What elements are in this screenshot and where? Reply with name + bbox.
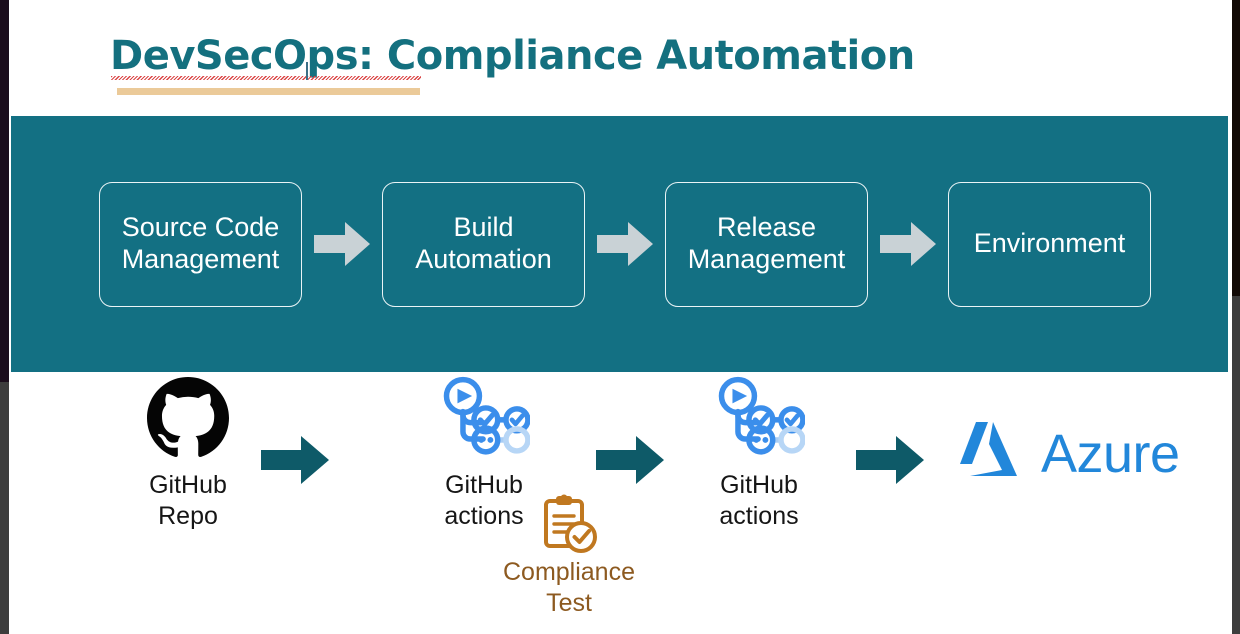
pipeline-stage-label: Source Code Management	[121, 212, 280, 274]
pipeline-arrow-3-icon	[868, 219, 948, 269]
toolchain-item-label: GitHub Repo	[149, 471, 227, 530]
pipeline-stage-label: Build Automation	[415, 212, 552, 274]
window-left-edge-gray	[0, 382, 9, 634]
pipeline-stage-label: Release Management	[687, 212, 846, 274]
azure-wordmark: Azure	[1041, 423, 1180, 484]
spellcheck-squiggle-icon-2	[307, 76, 421, 80]
compliance-test-item[interactable]: Compliance Test	[454, 493, 684, 618]
toolchain-item-github-actions-1[interactable]: GitHub actions	[389, 372, 579, 531]
window-right-edge-gray	[1232, 296, 1240, 634]
toolchain-item-label: GitHub actions	[444, 471, 524, 530]
pipeline-stage-source-code-management[interactable]: Source Code Management	[99, 181, 302, 307]
github-octocat-icon	[93, 372, 283, 464]
azure-logo-icon	[959, 420, 1035, 487]
clipboard-check-icon	[454, 493, 684, 555]
title-accent-bar	[117, 88, 420, 95]
toolchain-arrow-1-icon	[256, 434, 334, 486]
toolchain-arrow-2-icon	[591, 434, 669, 486]
slide-title[interactable]: DevSecOps: Compliance Automation	[110, 33, 915, 79]
toolchain-item-github-repo[interactable]: GitHub Repo	[93, 372, 283, 531]
pipeline-stage-release-management[interactable]: Release Management	[665, 181, 868, 307]
pipeline-arrow-2-icon	[585, 219, 665, 269]
pipeline-stage-environment[interactable]: Environment	[948, 181, 1151, 307]
window-top-edge	[9, 0, 1232, 3]
toolchain-item-azure[interactable]: Azure	[959, 420, 1180, 487]
toolchain-arrow-3-icon	[851, 434, 929, 486]
github-actions-icon	[664, 372, 854, 464]
window-left-edge-dark	[0, 0, 9, 382]
toolchain-item-label: GitHub actions	[719, 471, 799, 530]
github-actions-icon	[389, 372, 579, 464]
pipeline-stage-build-automation[interactable]: Build Automation	[382, 181, 585, 307]
pipeline-arrow-1-icon	[302, 219, 382, 269]
pipeline-row: Source Code Management Build Automation …	[11, 116, 1228, 372]
spellcheck-squiggle-icon	[111, 76, 307, 80]
compliance-test-label: Compliance Test	[502, 558, 635, 617]
pipeline-stage-label: Environment	[973, 228, 1126, 259]
pipeline-banner: Source Code Management Build Automation …	[11, 116, 1228, 372]
window-right-edge-dark	[1232, 0, 1240, 296]
text-caret	[306, 62, 308, 80]
toolchain-row: GitHub Repo	[11, 372, 1228, 634]
toolchain-item-github-actions-2[interactable]: GitHub actions	[664, 372, 854, 531]
